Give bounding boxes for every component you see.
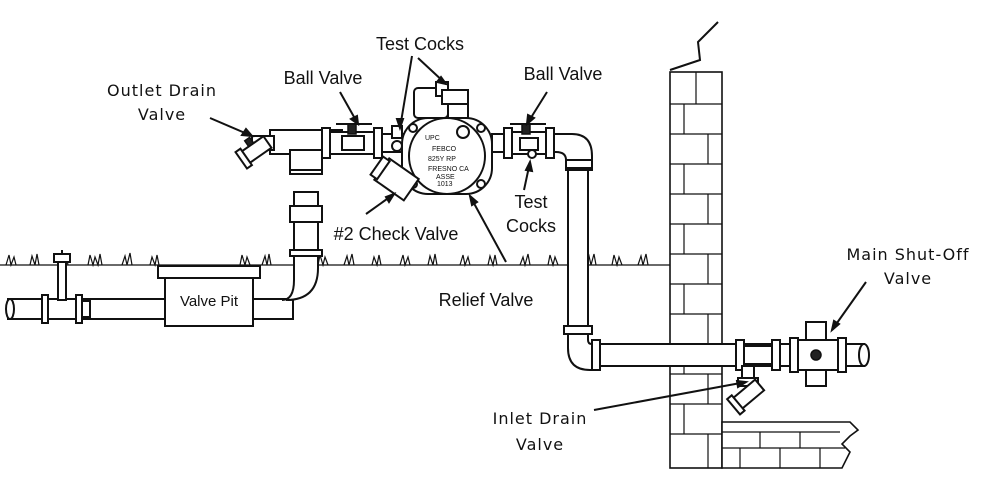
ball-valve-right bbox=[491, 123, 555, 159]
label-inlet-drain-line1: Inlet Drain bbox=[493, 409, 588, 428]
plate-line-6: 1013 bbox=[437, 181, 453, 188]
ground-line bbox=[0, 252, 670, 268]
riser-pipe-left bbox=[269, 129, 343, 301]
label-test-cocks-top: Test Cocks bbox=[376, 34, 464, 54]
valve-pit-label: Valve Pit bbox=[180, 293, 239, 310]
main-shutoff-valve bbox=[789, 321, 847, 387]
plate-line-2: FEBCO bbox=[432, 146, 457, 153]
label-main-shutoff-line1: Main Shut-Off bbox=[846, 245, 969, 264]
test-cock-left bbox=[391, 125, 403, 152]
label-outlet-drain-line1: Outlet Drain bbox=[107, 81, 217, 100]
label-outlet-drain-line2: Valve bbox=[138, 105, 186, 124]
inlet-drain-valve bbox=[725, 365, 766, 416]
ball-valve-left bbox=[321, 123, 383, 159]
valve-pit: Valve Pit bbox=[157, 265, 261, 327]
brick-wall bbox=[669, 21, 860, 469]
label-test-cocks-right-line1: Test bbox=[514, 192, 547, 212]
callout-labels: Test Cocks Ball Valve Ball Valve Outlet … bbox=[107, 34, 969, 454]
label-main-shutoff-line2: Valve bbox=[884, 269, 932, 288]
plate-line-5: ASSE bbox=[436, 174, 455, 181]
plate-line-4: FRESNO CA bbox=[428, 166, 469, 173]
outlet-drain-valve bbox=[234, 134, 275, 170]
label-relief-valve: Relief Valve bbox=[439, 290, 534, 310]
label-test-cocks-right-line2: Cocks bbox=[506, 216, 556, 236]
check-valve-2 bbox=[369, 155, 421, 202]
label-inlet-drain-line2: Valve bbox=[516, 435, 564, 454]
label-ball-valve-right: Ball Valve bbox=[524, 64, 603, 84]
label-ball-valve-left: Ball Valve bbox=[284, 68, 363, 88]
leader-arrows bbox=[209, 55, 867, 411]
riser-pipe-right bbox=[553, 133, 601, 371]
label-check-valve: #2 Check Valve bbox=[334, 224, 459, 244]
plate-line-3: 825Y RP bbox=[428, 156, 456, 163]
plate-line-1: UPC bbox=[425, 135, 440, 142]
backflow-preventer-body: UPC FEBCO 825Y RP FRESNO CA ASSE 1013 bbox=[401, 81, 493, 195]
supply-pipe-left bbox=[5, 250, 294, 324]
